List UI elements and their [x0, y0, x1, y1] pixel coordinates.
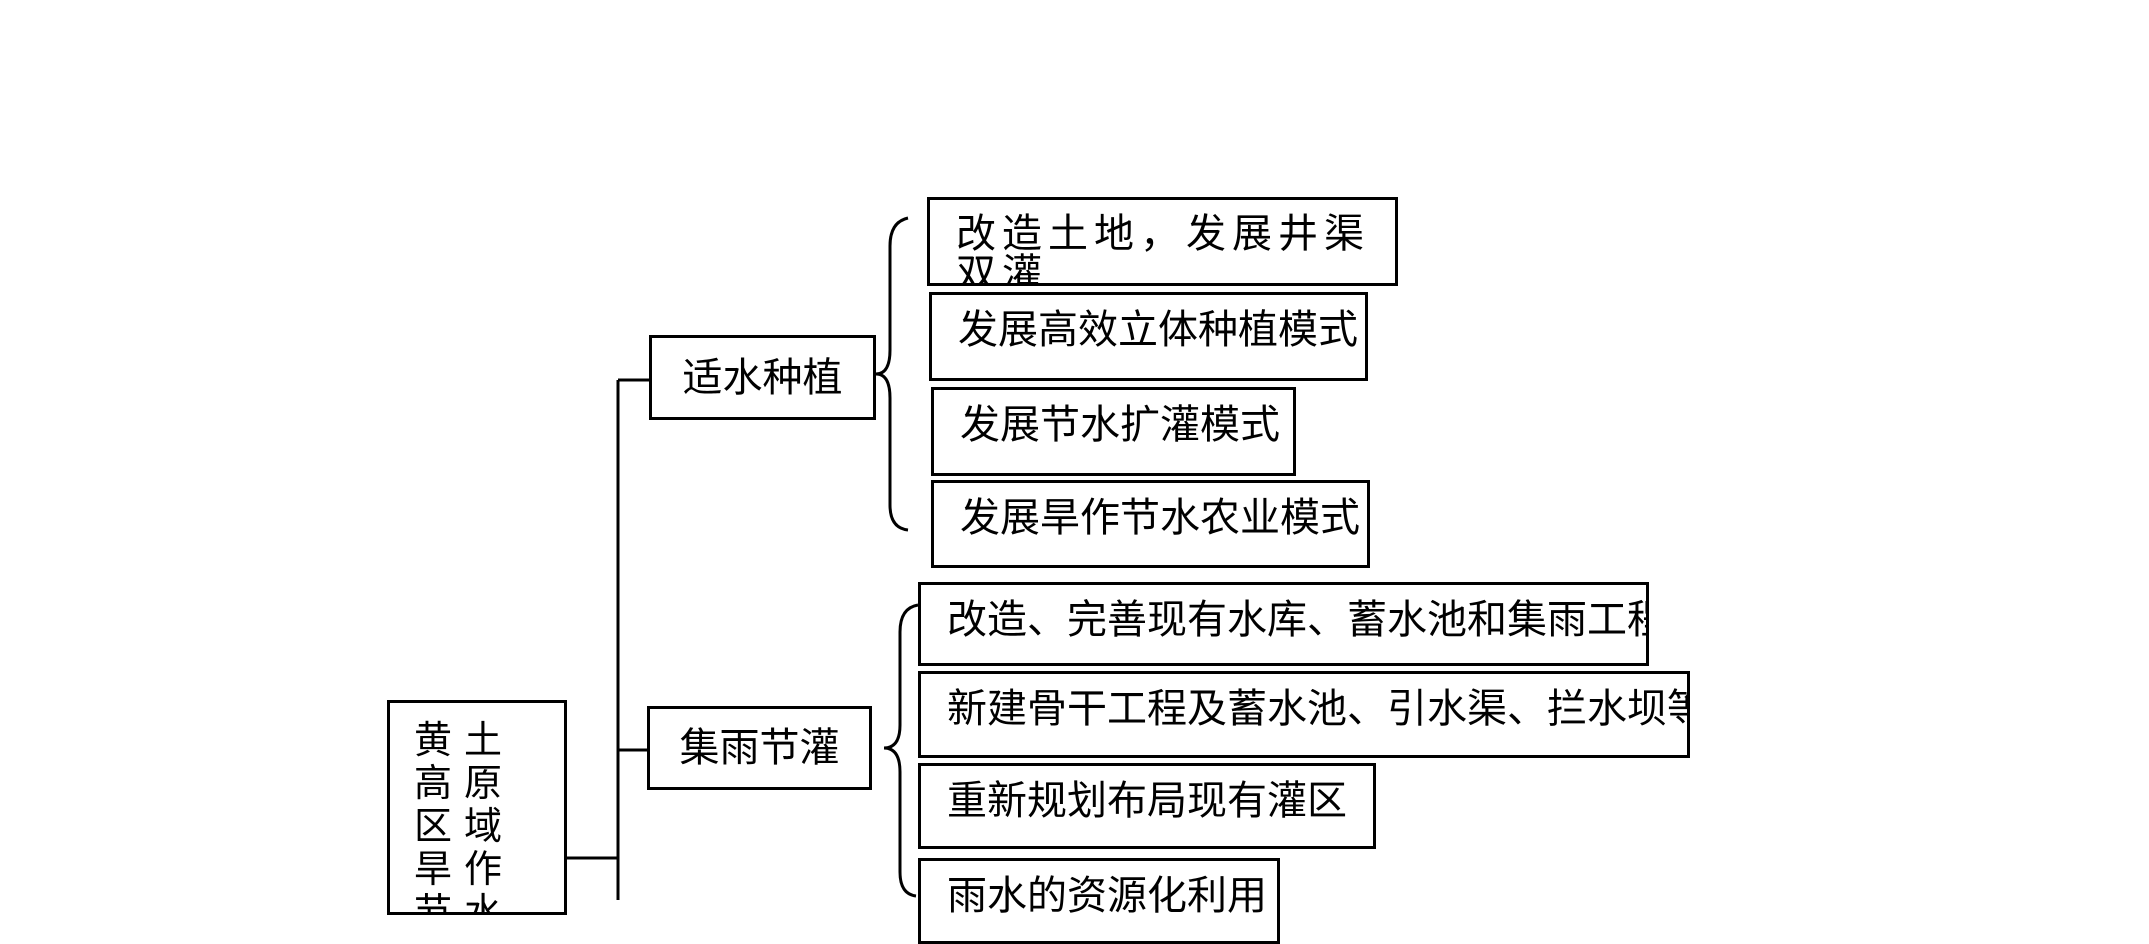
root-node: 黄土高原区域旱作节水农业模式 — [387, 700, 567, 915]
leaf-node-new-backbone-works: 新建骨干工程及蓄水池、引水渠、拦水坝等 — [918, 671, 1690, 758]
leaf-node-stereo-planting: 发展高效立体种植模式 — [929, 292, 1368, 381]
branch-2-brace — [883, 603, 919, 898]
leaf-node-land-reform: 改造土地，发展井渠双灌 — [927, 197, 1398, 286]
leaf-node-dryland-farming: 发展旱作节水农业模式 — [931, 480, 1370, 568]
branch-node-water-planting: 适水种植 — [649, 335, 876, 420]
leaf-node-rainwater-utilization: 雨水的资源化利用 — [918, 858, 1280, 944]
leaf-node-water-saving-expansion: 发展节水扩灌模式 — [931, 387, 1296, 476]
leaf-node-reservoir-improvement: 改造、完善现有水库、蓄水池和集雨工程 — [918, 582, 1649, 666]
connector-lines — [565, 216, 919, 900]
branch-node-rain-irrigation: 集雨节灌 — [647, 706, 872, 790]
leaf-node-replan-irrigation: 重新规划布局现有灌区 — [918, 763, 1376, 849]
branch-1-brace — [875, 216, 909, 532]
